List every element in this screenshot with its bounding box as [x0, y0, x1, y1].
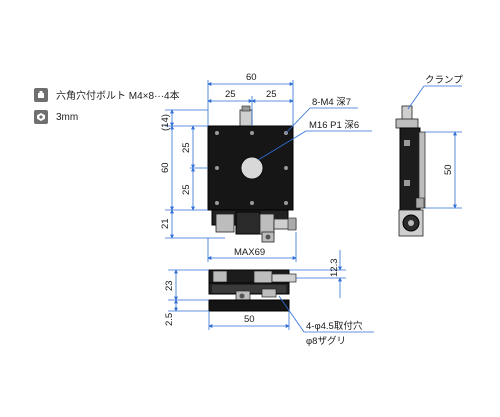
- side-view: [395, 105, 426, 237]
- label-mount-holes-2: φ8ザグリ: [306, 335, 346, 347]
- dim-max-width: MAX69: [234, 247, 265, 258]
- max-dimension: MAX69: [207, 232, 297, 262]
- top-view: [207, 105, 297, 243]
- dim-front-bottom-width: 50: [244, 314, 255, 325]
- label-clamp: クランプ: [425, 75, 463, 86]
- dim-top-half-left: 25: [225, 89, 236, 100]
- dim-left-offset: (14): [160, 114, 171, 131]
- top-clamp-screw: [239, 109, 253, 128]
- side-dimensions: 50 クランプ: [407, 75, 463, 209]
- label-mount-holes-1: 4-φ4.5取付穴: [306, 320, 363, 332]
- callouts: 8-M4 深7 M16 P1 深6: [257, 97, 372, 161]
- legend-wrench: 3mm: [34, 110, 78, 124]
- side-clamp-screw: [401, 105, 413, 121]
- center-hole: [240, 156, 264, 180]
- hex-bolt-icon: [34, 87, 48, 102]
- hex-bolt-label: 六角穴付ボルト M4×8···4本: [56, 91, 180, 102]
- left-dimensions: (14) 60 25 25 21: [160, 109, 225, 239]
- front-dimensions: 23 2.5 12.3 50 4-φ4.5取付穴 φ8ザグリ: [164, 250, 374, 347]
- dim-top-half-right: 25: [266, 89, 277, 100]
- dim-side-height: 50: [443, 164, 454, 175]
- hex-wrench-icon: [34, 110, 48, 124]
- label-tap-holes: 8-M4 深7: [312, 97, 351, 108]
- dim-front-bottom-left: 2.5: [164, 313, 175, 326]
- label-center-hole: M16 P1 深6: [309, 120, 359, 131]
- dim-front-height: 23: [164, 280, 175, 291]
- dim-left-lower: 25: [181, 184, 192, 195]
- top-dimensions: 60 25 25: [207, 72, 294, 126]
- dim-left-upper: 25: [181, 142, 192, 153]
- front-knob: [271, 273, 297, 283]
- dim-front-right: 12.3: [329, 259, 340, 278]
- dim-top-width: 60: [246, 72, 257, 83]
- dim-left-height: 60: [160, 162, 171, 173]
- front-view: [208, 269, 297, 312]
- hex-wrench-label: 3mm: [56, 111, 79, 123]
- legend-bolt: 六角穴付ボルト M4×8···4本: [34, 87, 180, 102]
- dim-left-knob: 21: [160, 218, 171, 229]
